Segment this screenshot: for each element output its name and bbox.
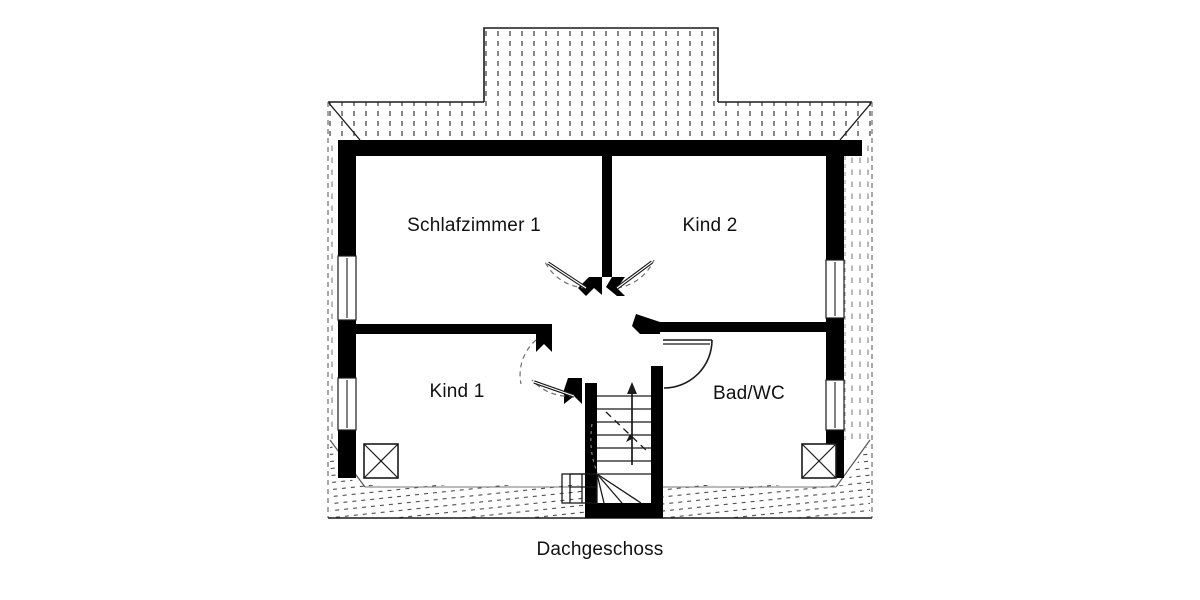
room-label-kind-2: Kind 2 — [682, 215, 737, 236]
door-jambs — [536, 277, 663, 404]
wall-exterior-top — [338, 140, 862, 156]
wall-stair-bottom — [585, 503, 663, 518]
wall-interior-horizontal-left — [356, 324, 548, 334]
stair-break-line — [605, 411, 649, 453]
room-label-bad-wc: Bad/WC — [713, 383, 785, 404]
door-kind-2 — [615, 259, 655, 290]
stair-direction-arrow — [627, 382, 637, 465]
window-right-upper — [825, 259, 845, 319]
walls — [338, 140, 862, 518]
room-label-kind-1: Kind 1 — [429, 381, 484, 402]
chimney-shafts — [363, 443, 837, 479]
wall-exterior-right-upper — [826, 140, 844, 260]
wall-exterior-left-middle — [338, 320, 356, 378]
window-left-lower — [337, 377, 357, 431]
stair-treads-straight — [597, 395, 651, 462]
chimney-right — [801, 443, 837, 479]
door-hallway-west — [519, 339, 537, 385]
wall-interior-horizontal-right — [648, 322, 828, 332]
wall-exterior-left-upper — [338, 140, 356, 256]
chimney-left — [363, 443, 399, 479]
wall-stair-left — [585, 383, 597, 487]
wall-stair-right — [651, 378, 663, 487]
staircase — [561, 382, 651, 504]
wall-stair-left-foot — [585, 487, 597, 505]
windows — [337, 255, 845, 431]
door-schlafzimmer-1 — [544, 261, 587, 290]
window-right-lower — [825, 379, 845, 431]
wall-exterior-left-lower — [338, 430, 356, 478]
wall-stair-right-foot — [651, 487, 663, 505]
wall-exterior-right-middle — [826, 318, 844, 380]
plan-caption: Dachgeschoss — [536, 539, 663, 560]
wall-interior-vertical-top — [602, 140, 612, 277]
room-label-schlafzimmer-1: Schlafzimmer 1 — [407, 215, 541, 236]
roof-top-band — [327, 101, 873, 141]
door-bad-wc — [663, 339, 713, 389]
window-left-upper — [337, 255, 357, 321]
eave-outline-right — [844, 102, 873, 518]
door-kind-1 — [531, 379, 575, 398]
roof-dormer — [483, 27, 719, 102]
doors — [519, 259, 713, 398]
stair-treads-winder — [561, 473, 651, 504]
